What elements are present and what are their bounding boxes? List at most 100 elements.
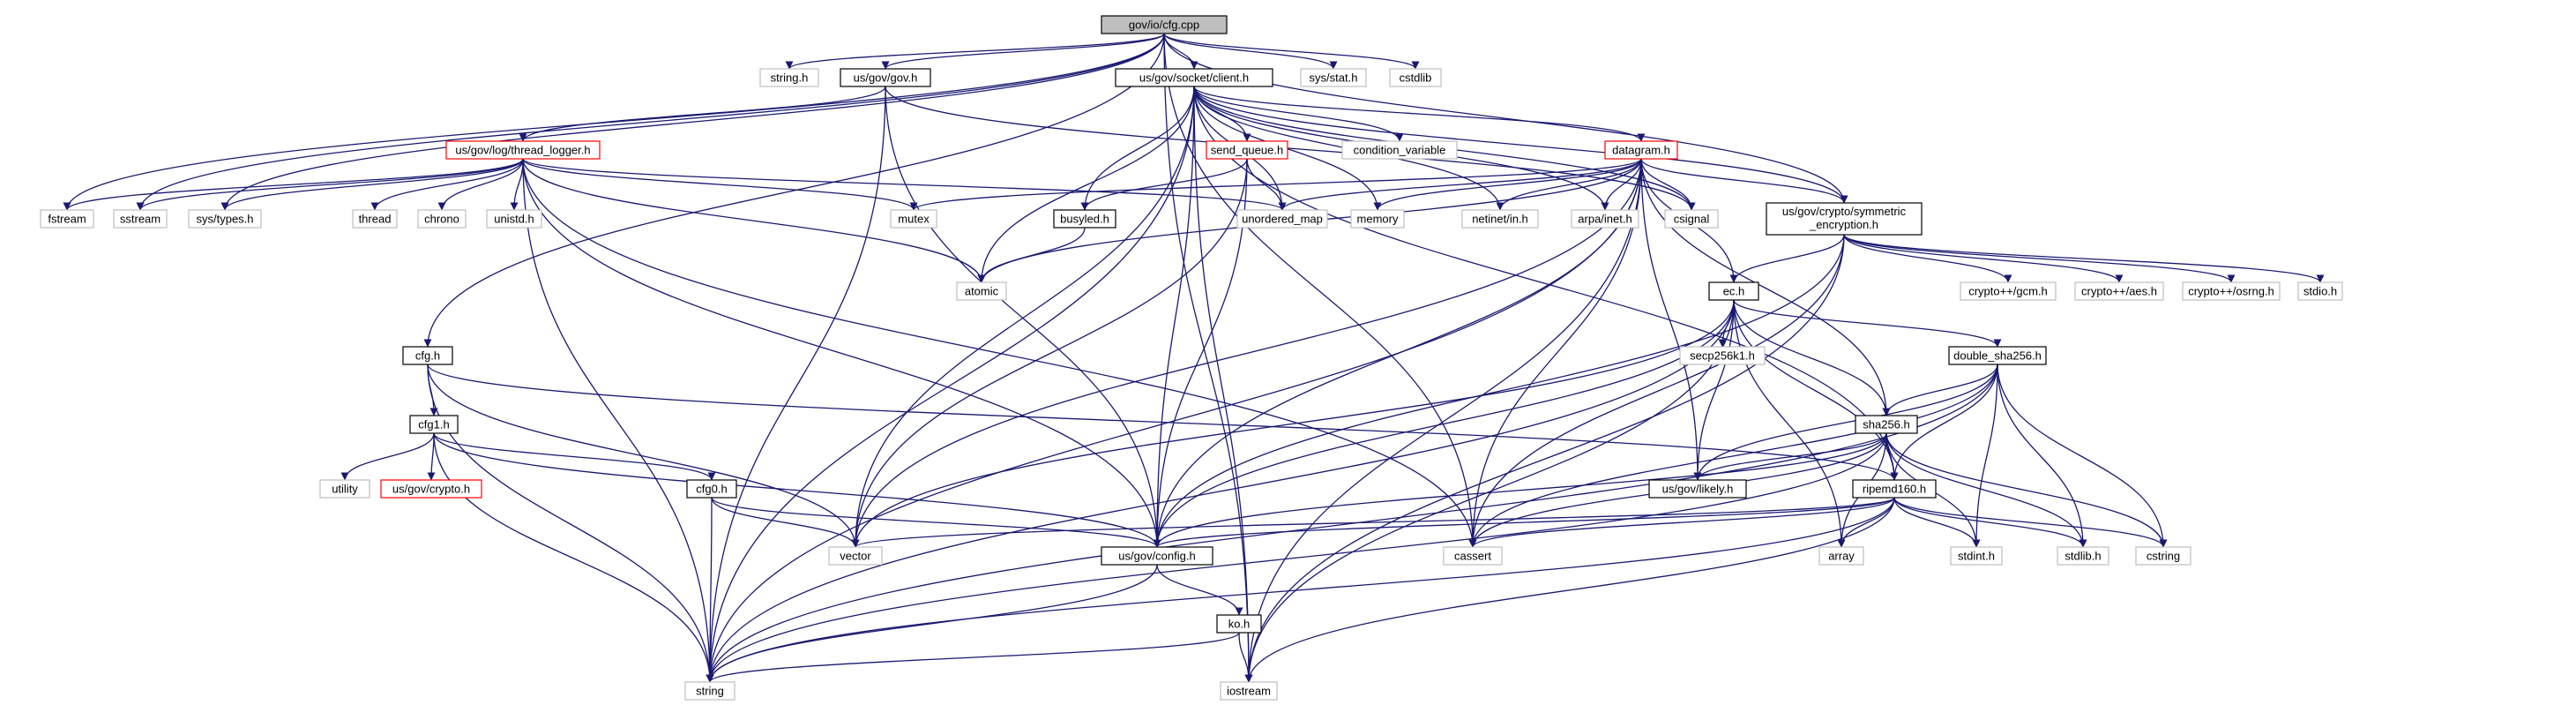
node-us-gov-crypto-h[interactable]: us/gov/crypto.h	[380, 479, 482, 499]
node-double-sha256-h[interactable]: double_sha256.h	[1948, 346, 2047, 365]
node-box	[1115, 68, 1273, 87]
node-label: ripemd160.h	[1863, 483, 1926, 496]
node-box	[1855, 415, 1918, 434]
node-datagram-h[interactable]: datagram.h	[1604, 140, 1678, 160]
edge-ech-to-string	[706, 299, 1735, 683]
node-csignal: csignal	[1664, 209, 1719, 229]
edge-koh-to-iostream	[1238, 632, 1253, 683]
node-box	[1664, 209, 1719, 229]
node-box	[188, 209, 262, 229]
node-box	[890, 209, 937, 229]
node-box	[1604, 140, 1678, 160]
node-box	[2057, 546, 2109, 566]
edge-tlogger-to-fstream	[63, 158, 524, 211]
edge-tlogger-to-umap	[522, 158, 1287, 211]
node-label: cstdlib	[1400, 71, 1432, 85]
edge-symenc-to-gcm	[1843, 234, 2012, 283]
node-cfg0-h[interactable]: cfg0.h	[686, 479, 737, 499]
edge-sendq-to-config	[1153, 158, 1248, 548]
edge-root-to-systypes	[220, 33, 1165, 211]
node-send-queue-h[interactable]: send_queue.h	[1206, 140, 1288, 160]
edge-root-to-cstdlib	[1163, 33, 1420, 70]
node-array: array	[1818, 546, 1864, 566]
node-us-gov-log-thread-logger-h[interactable]: us/gov/log/thread_logger.h	[445, 140, 601, 160]
edge-dsha-to-stdlib	[1997, 364, 2087, 548]
node-box	[409, 415, 459, 434]
edge-datagram-to-iostream	[1244, 158, 1642, 683]
node-memory: memory	[1350, 209, 1405, 229]
node-sstream: sstream	[113, 209, 168, 229]
node-us-gov-likely-h[interactable]: us/gov/likely.h	[1648, 479, 1747, 499]
node-unordered-map: unordered_map	[1236, 209, 1328, 229]
node-label: us/gov/likely.h	[1662, 483, 1734, 496]
edge-root-to-sysstat	[1163, 33, 1338, 70]
node-label: condition_variable	[1354, 144, 1446, 157]
node-us-gov-gov-h[interactable]: us/gov/gov.h	[840, 68, 931, 87]
node-label: us/gov/gov.h	[854, 71, 918, 85]
edge-cfg1-to-utility	[340, 432, 435, 481]
node-vector: vector	[828, 546, 883, 566]
edge-datagram-to-vector	[851, 158, 1642, 548]
node-ko-h[interactable]: ko.h	[1216, 614, 1262, 634]
edge-sha256-to-stdlib	[1885, 432, 2087, 548]
edge-datagram-to-mutex	[909, 158, 1642, 211]
node-label: iostream	[1227, 685, 1271, 698]
edge-sha256-to-config	[1153, 432, 1887, 548]
node-box	[1389, 68, 1442, 87]
node-busyled-h[interactable]: busyled.h	[1053, 209, 1116, 229]
node-box	[1216, 614, 1262, 634]
node-cfg-h[interactable]: cfg.h	[402, 346, 453, 365]
node-us-gov-config-h[interactable]: us/gov/config.h	[1101, 546, 1213, 566]
edge-sendq-to-vector	[851, 158, 1248, 548]
node-sha256-h[interactable]: sha256.h	[1855, 415, 1918, 434]
node-label: atomic	[965, 285, 999, 298]
node-label: array	[1828, 550, 1855, 563]
node-gov-io-cfg-cpp[interactable]: gov/io/cfg.cpp	[1101, 15, 1228, 34]
edge-datagram-to-cassert	[1468, 158, 1642, 548]
node-box	[486, 209, 542, 229]
node-box	[684, 681, 735, 701]
node-label: crypto++/aes.h	[2081, 285, 2157, 298]
edge-datagram-to-memory	[1373, 158, 1642, 211]
edge-cfgh-to-string	[427, 364, 714, 683]
node-box	[1948, 346, 2047, 365]
node-box	[1443, 546, 1503, 566]
edge-tlogger-to-cassert	[522, 158, 1477, 548]
node-label: unordered_map	[1242, 213, 1323, 226]
node-label: cfg1.h	[418, 418, 449, 431]
edge-tlogger-to-config	[522, 158, 1161, 548]
node-box	[1300, 68, 1367, 87]
node-us-gov-crypto-symmetric-encryption-h[interactable]: us/gov/crypto/symmetric_encryption.h	[1766, 202, 1923, 236]
node-cfg1-h[interactable]: cfg1.h	[409, 415, 459, 434]
edge-ech-to-sha256	[1733, 299, 1891, 416]
node-label: arpa/inet.h	[1578, 213, 1631, 226]
node-ripemd160-h[interactable]: ripemd160.h	[1852, 479, 1937, 499]
node-box	[445, 140, 601, 160]
edge-datagram-to-umap	[1278, 158, 1642, 211]
node-crypto-osrng-h: crypto++/osrng.h	[2182, 281, 2281, 301]
node-label: ko.h	[1228, 618, 1251, 631]
node-label: us/gov/crypto/symmetric_encryption.h	[1782, 205, 1907, 231]
node-label: memory	[1357, 213, 1399, 226]
node-label: ec.h	[1723, 285, 1745, 298]
node-us-gov-socket-client-h[interactable]: us/gov/socket/client.h	[1115, 68, 1273, 87]
node-box	[402, 346, 453, 365]
node-ec-h[interactable]: ec.h	[1708, 281, 1759, 301]
node-label: sstream	[120, 213, 161, 226]
edge-client-to-busyled	[1080, 86, 1195, 211]
node-box	[1341, 140, 1458, 160]
node-crypto-aes-h: crypto++/aes.h	[2074, 281, 2164, 301]
node-label: stdlib.h	[2065, 550, 2101, 563]
node-label: cassert	[1454, 550, 1491, 563]
node-box	[319, 479, 370, 499]
node-label: double_sha256.h	[1953, 349, 2042, 363]
edge-ripemd-to-string	[706, 497, 1895, 683]
node-label: sys/stat.h	[1310, 71, 1358, 85]
node-box	[2182, 281, 2281, 301]
edge-dsha-to-likely	[1693, 364, 1998, 481]
edge-root-to-string_h	[785, 33, 1165, 70]
node-label: sha256.h	[1863, 418, 1910, 431]
edge-client-to-datagram	[1193, 86, 1646, 142]
edge-ripemd-to-stdlib	[1893, 497, 2087, 548]
node-label: chrono	[424, 213, 459, 226]
